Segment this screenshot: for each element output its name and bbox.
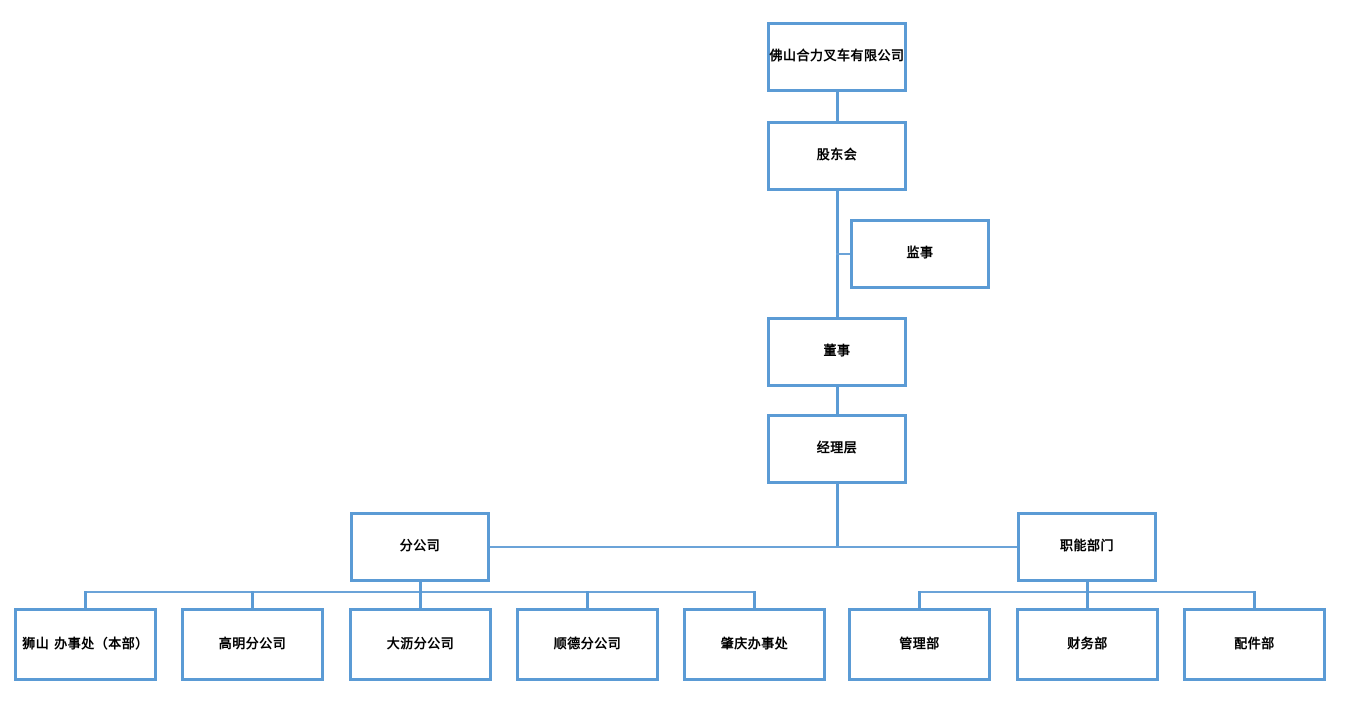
node-branch-3-label: 大沥分公司	[386, 636, 455, 652]
node-supervisor-label: 监事	[906, 246, 934, 262]
connector-director-to-management	[836, 387, 839, 414]
node-company-label: 佛山合力叉车有限公司	[769, 49, 905, 65]
node-management-label: 经理层	[816, 441, 858, 457]
connector-branches-drop	[419, 582, 422, 593]
node-departments-label: 职能部门	[1059, 539, 1114, 555]
node-branches-label: 分公司	[399, 539, 441, 555]
connector-branch-4-drop	[586, 591, 589, 608]
node-dept-1[interactable]: 管理部	[848, 608, 991, 681]
node-company[interactable]: 佛山合力叉车有限公司	[767, 22, 907, 92]
node-branch-4-label: 顺德分公司	[553, 636, 622, 652]
node-branch-3[interactable]: 大沥分公司	[349, 608, 492, 681]
connector-branch-3-drop	[419, 591, 422, 608]
node-dept-2[interactable]: 财务部	[1016, 608, 1159, 681]
node-director[interactable]: 董事	[767, 317, 907, 387]
node-dept-1-label: 管理部	[899, 636, 940, 652]
connector-departments-drop	[1086, 582, 1089, 593]
connector-trunk-to-supervisor	[836, 253, 852, 255]
node-branch-2[interactable]: 高明分公司	[181, 608, 324, 681]
node-director-label: 董事	[823, 344, 851, 360]
node-management[interactable]: 经理层	[767, 414, 907, 484]
node-departments[interactable]: 职能部门	[1017, 512, 1157, 582]
connector-management-drop	[836, 484, 839, 547]
node-branch-5-label: 肇庆办事处	[720, 636, 789, 652]
node-branch-4[interactable]: 顺德分公司	[516, 608, 659, 681]
node-branch-1-label: 狮山 办事处（本部）	[22, 636, 149, 652]
node-branches[interactable]: 分公司	[350, 512, 490, 582]
connector-dept-2-drop	[1086, 591, 1089, 608]
connector-branch-5-drop	[753, 591, 756, 608]
node-shareholders[interactable]: 股东会	[767, 121, 907, 191]
connector-dept-1-drop	[918, 591, 921, 608]
connector-branch-1-drop	[84, 591, 87, 608]
node-branch-1[interactable]: 狮山 办事处（本部）	[14, 608, 157, 681]
node-branch-5[interactable]: 肇庆办事处	[683, 608, 826, 681]
connector-dept-3-drop	[1253, 591, 1256, 608]
connector-company-to-shareholders	[836, 92, 839, 121]
connector-level6-bus	[490, 546, 1017, 548]
node-shareholders-label: 股东会	[816, 148, 858, 164]
node-dept-3[interactable]: 配件部	[1183, 608, 1326, 681]
node-branch-2-label: 高明分公司	[218, 636, 287, 652]
node-supervisor[interactable]: 监事	[850, 219, 990, 289]
connector-branch-2-drop	[251, 591, 254, 608]
node-dept-3-label: 配件部	[1234, 636, 1275, 652]
node-dept-2-label: 财务部	[1067, 636, 1108, 652]
